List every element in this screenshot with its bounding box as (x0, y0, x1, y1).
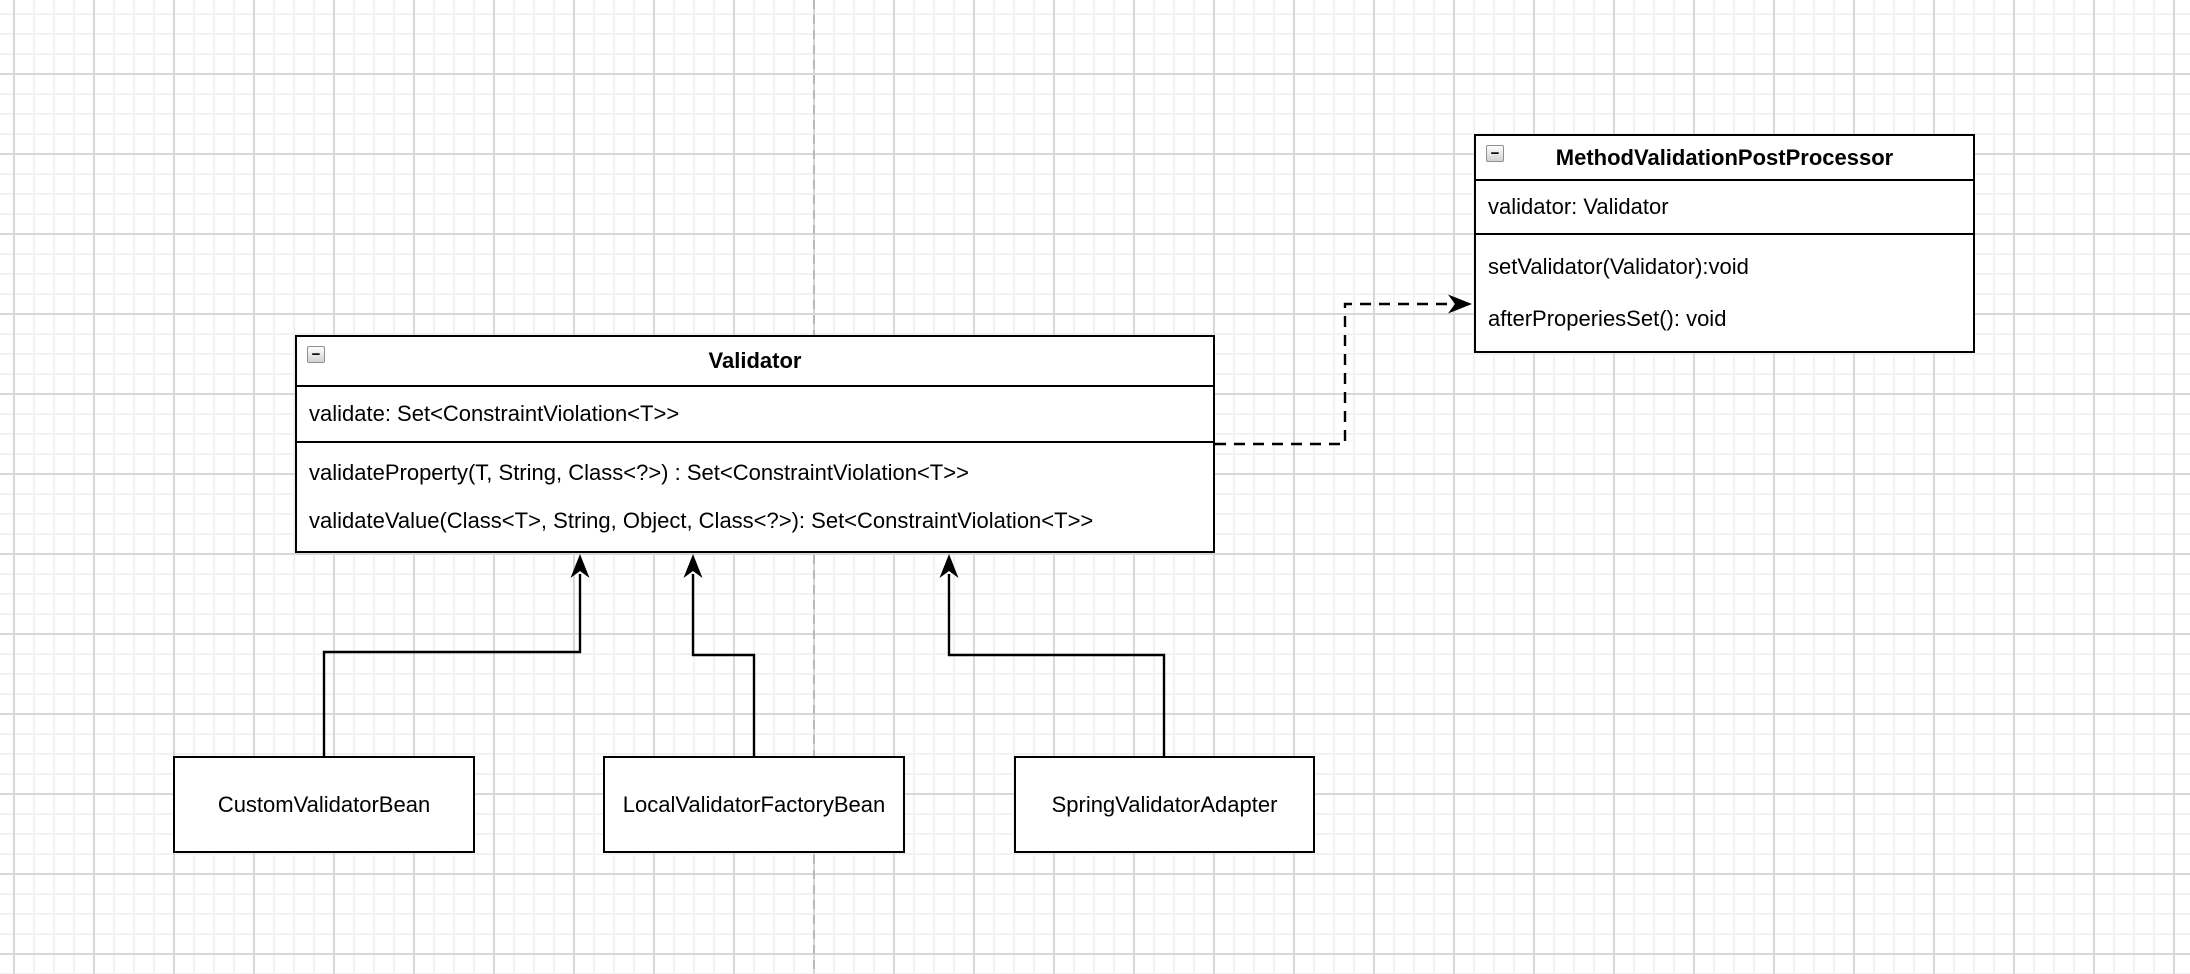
class-box-validator[interactable]: − Validator validate: Set<ConstraintViol… (295, 335, 1215, 553)
class-box-local-validator-factory-bean[interactable]: LocalValidatorFactoryBean (603, 756, 905, 853)
class-title: CustomValidatorBean (217, 791, 431, 817)
class-title: Validator (708, 347, 802, 373)
attributes-section: validator: Validator (1476, 181, 1973, 235)
method-row[interactable]: afterProperiesSet(): void (1488, 306, 1727, 331)
class-title: MethodValidationPostProcessor (1555, 144, 1894, 170)
methods-section: validateProperty(T, String, Class<?>) : … (297, 443, 1213, 551)
method-row[interactable]: setValidator(Validator):void (1488, 254, 1749, 279)
collapse-minus-icon[interactable]: − (1486, 145, 1504, 162)
class-header-validator: − Validator (297, 337, 1213, 387)
arrowhead-right-icon (1448, 294, 1472, 314)
class-box-method-validation-post-processor[interactable]: − MethodValidationPostProcessor validato… (1474, 134, 1975, 353)
attribute-row[interactable]: validate: Set<ConstraintViolation<T>> (309, 400, 680, 426)
methods-section: setValidator(Validator):void afterProper… (1476, 235, 1973, 351)
arrow-custom-validator-bean-to-validator[interactable] (322, 554, 590, 756)
class-title: SpringValidatorAdapter (1051, 791, 1278, 817)
collapse-minus-icon[interactable]: − (307, 346, 325, 363)
attribute-row[interactable]: validator: Validator (1488, 194, 1669, 219)
class-title: LocalValidatorFactoryBean (622, 791, 886, 817)
class-box-spring-validator-adapter[interactable]: SpringValidatorAdapter (1014, 756, 1315, 853)
arrowhead-up-icon (570, 554, 590, 578)
arrow-local-validator-factory-bean-to-validator[interactable] (683, 554, 756, 756)
method-row[interactable]: validateProperty(T, String, Class<?>) : … (309, 460, 969, 485)
attributes-section: validate: Set<ConstraintViolation<T>> (297, 387, 1213, 443)
class-box-custom-validator-bean[interactable]: CustomValidatorBean (173, 756, 475, 853)
dashed-arrow-validator-to-post-processor[interactable] (1215, 294, 1472, 446)
arrow-spring-validator-adapter-to-validator[interactable] (939, 554, 1166, 756)
method-row[interactable]: validateValue(Class<T>, String, Object, … (309, 508, 1094, 533)
arrowhead-up-icon (683, 554, 703, 578)
class-header-post-processor: − MethodValidationPostProcessor (1476, 136, 1973, 182)
arrowhead-up-icon (939, 554, 959, 578)
